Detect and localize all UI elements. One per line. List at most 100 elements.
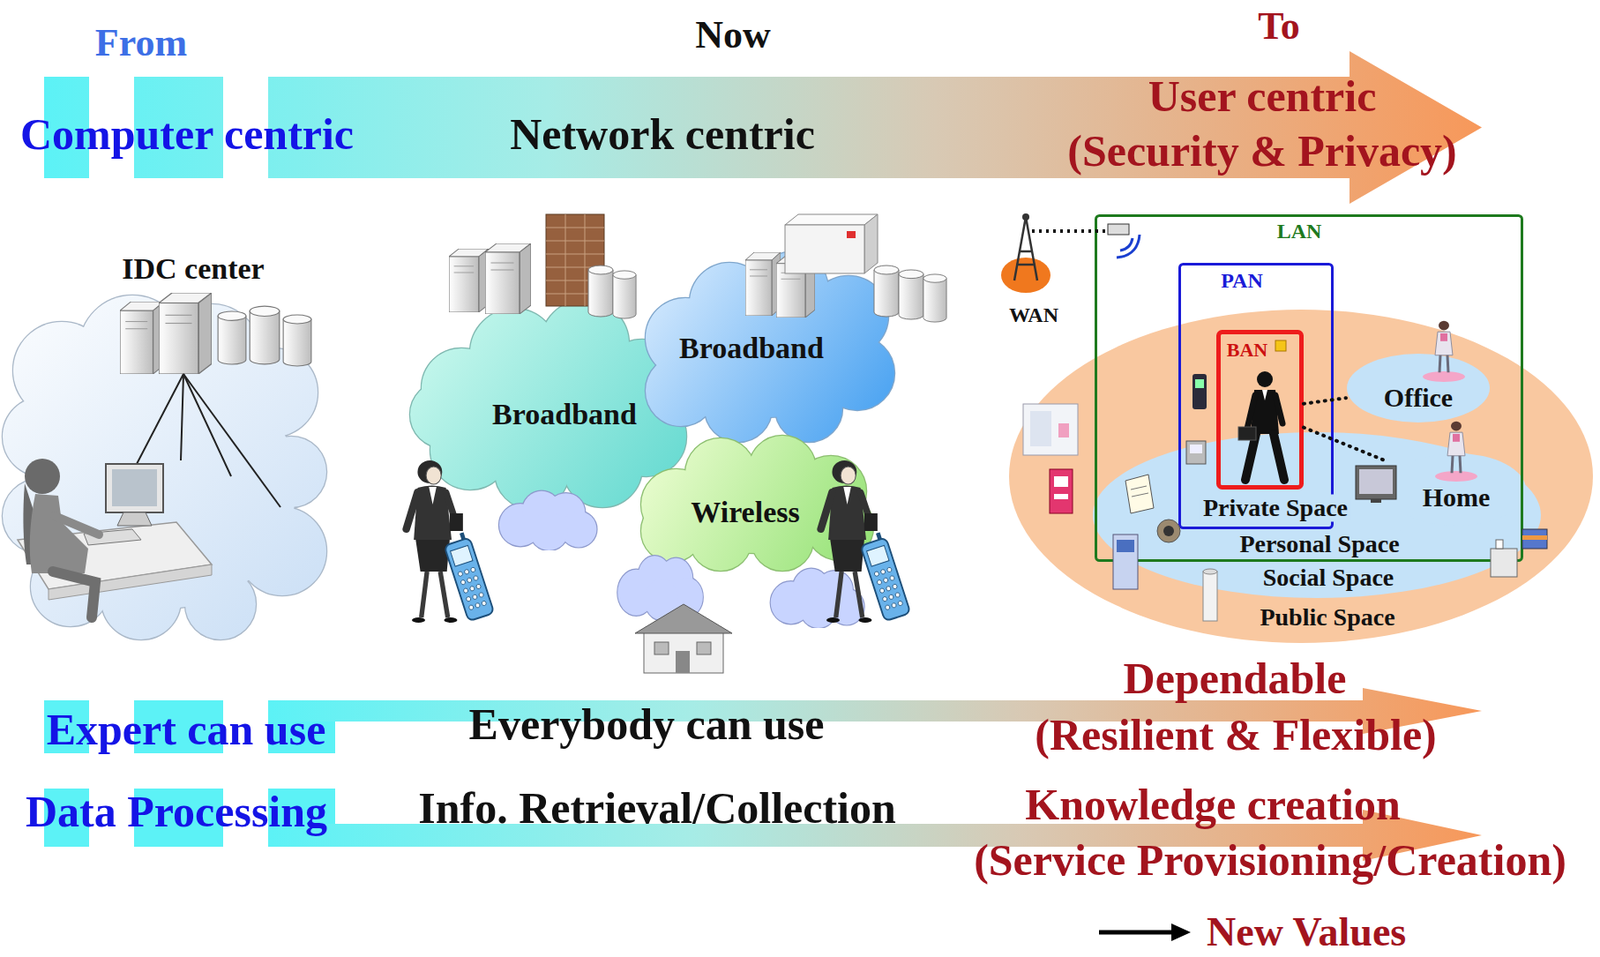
devices-part xyxy=(1163,525,1174,537)
label-text: From xyxy=(95,22,187,65)
node-text: (Resilient & Flexible) xyxy=(1034,710,1436,760)
mobile-users xyxy=(406,460,912,623)
devices-part xyxy=(1495,539,1503,549)
house xyxy=(635,604,733,673)
node-text: User centric xyxy=(1148,72,1377,121)
node-text: Computer centric xyxy=(20,110,354,159)
node-text: Private Space xyxy=(1199,494,1352,523)
people-part xyxy=(1275,340,1286,352)
house-part xyxy=(654,642,669,655)
wan-tower-part xyxy=(1001,257,1051,293)
node-text: Info. Retrieval/Collection xyxy=(418,784,897,833)
box-outline xyxy=(1096,216,1523,561)
node-text: Dependable xyxy=(1123,654,1347,703)
idc-servers-part xyxy=(119,301,165,374)
label-text: To xyxy=(1257,5,1300,48)
legend-arrow-line xyxy=(1099,930,1174,935)
devices xyxy=(1023,373,1548,621)
devices-part xyxy=(1490,548,1518,577)
ellipse-fill xyxy=(1346,353,1490,423)
label-text: WAN xyxy=(1009,303,1059,327)
cloud-outline xyxy=(410,299,687,509)
node-text: Network centric xyxy=(509,110,815,159)
cloud-part xyxy=(410,381,478,449)
people-part xyxy=(1435,471,1478,482)
cloud-fill xyxy=(410,299,687,509)
legend-item: New Values xyxy=(1097,909,1406,956)
wan-tower-part xyxy=(1014,216,1038,281)
seated-user-part xyxy=(24,458,60,494)
people xyxy=(1238,321,1478,482)
devices-part xyxy=(1116,539,1135,553)
legend-text: New Values xyxy=(1206,912,1406,953)
data-centers-part-part xyxy=(545,240,605,242)
desk-workstation-part xyxy=(112,469,158,507)
node-text: LAN xyxy=(1277,219,1323,243)
devices-part xyxy=(1195,379,1204,389)
node-text: Public Space xyxy=(1259,604,1395,632)
node-text: Personal Space xyxy=(1235,530,1403,559)
ellipse-fill xyxy=(1386,453,1526,526)
cloud-part xyxy=(238,507,327,596)
server-links-part xyxy=(136,373,184,464)
devices-part xyxy=(1370,499,1382,503)
seated-user xyxy=(22,458,99,618)
place-ellipse: Office xyxy=(1345,352,1491,424)
devices-part xyxy=(1130,485,1147,490)
legend-arrow xyxy=(1097,921,1195,943)
cloud-part xyxy=(410,381,478,449)
seated-user-part xyxy=(52,571,96,618)
node-text: Expert can use xyxy=(46,705,327,755)
server-links-part xyxy=(183,373,232,477)
cloud-part xyxy=(775,374,843,442)
data-centers-part xyxy=(745,252,781,316)
cloud-part xyxy=(775,374,843,442)
devices-part xyxy=(1203,571,1218,621)
mobile-users-part xyxy=(821,460,878,623)
node-text: BAN xyxy=(1226,339,1268,361)
idc-servers-part xyxy=(217,311,247,365)
idc-servers-part xyxy=(283,314,312,367)
devices-part xyxy=(1049,469,1073,514)
data-centers-part xyxy=(898,269,924,320)
node-text: (Security & Privacy) xyxy=(1067,127,1458,176)
devices-part xyxy=(1203,568,1218,575)
arrow-band: Computer centric Network centric User cent… xyxy=(0,35,1600,208)
mobile-users-part xyxy=(441,530,494,622)
data-centers-part xyxy=(923,274,947,322)
desk-workstation-part xyxy=(105,463,164,513)
devices-part xyxy=(1522,535,1548,540)
people-part xyxy=(1435,321,1453,373)
data-centers-part xyxy=(864,214,878,274)
cloud-part xyxy=(255,436,327,508)
devices-part xyxy=(1054,476,1069,487)
mobile-users-part xyxy=(858,530,911,622)
ellipse-fill xyxy=(1092,432,1541,599)
data-centers-part xyxy=(485,243,531,315)
cloud-part xyxy=(185,568,256,640)
devices-part xyxy=(1058,423,1070,438)
node-text: Office xyxy=(1383,382,1453,412)
data-centers-part xyxy=(448,248,489,313)
small-clouds-part xyxy=(770,568,865,629)
seated-user-part xyxy=(29,493,89,574)
box-outline xyxy=(1218,332,1302,488)
devices-part xyxy=(1030,411,1052,447)
data-centers-part xyxy=(874,265,899,317)
data-centers-part xyxy=(785,224,865,274)
arrow-band: Expert can use Everybody can use Dependabl… xyxy=(0,648,1600,768)
cloud-part xyxy=(238,507,327,596)
desk-workstation-part xyxy=(117,512,152,526)
node-text: PAN xyxy=(1220,269,1264,292)
data-centers xyxy=(448,214,947,322)
node-text: Everybody can use xyxy=(469,700,825,749)
house-part xyxy=(675,650,690,673)
devices-part xyxy=(1359,469,1393,494)
house-part xyxy=(643,630,724,673)
node-text: Data Processing xyxy=(25,787,328,837)
cloud-part xyxy=(645,355,717,427)
seated-user-part xyxy=(54,515,99,535)
wan-tower-part xyxy=(1031,229,1107,233)
devices-part xyxy=(1113,534,1138,590)
devices-part xyxy=(1157,519,1181,543)
